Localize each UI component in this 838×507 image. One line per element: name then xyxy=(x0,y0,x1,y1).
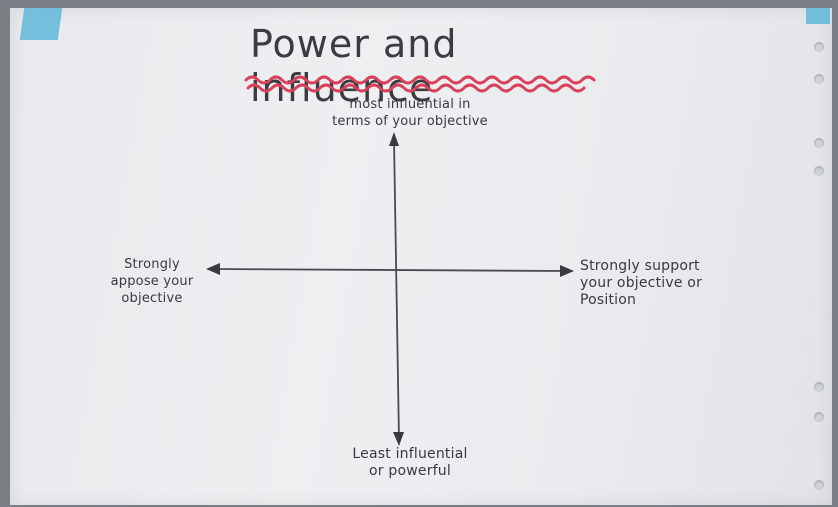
label-top: most influential in terms of your object… xyxy=(332,97,488,129)
binder-hole xyxy=(814,74,824,84)
label-bottom: Least influential or powerful xyxy=(352,446,468,479)
horizontal-axis xyxy=(213,268,566,272)
binder-hole xyxy=(814,138,824,148)
binder-hole xyxy=(814,412,824,422)
arrow-down xyxy=(393,432,404,446)
label-right: Strongly support your objective or Posit… xyxy=(580,258,703,308)
arrow-up xyxy=(389,132,399,146)
arrow-right xyxy=(560,265,574,277)
arrow-left xyxy=(206,263,220,275)
binder-hole xyxy=(814,382,824,392)
binder-hole xyxy=(814,166,824,176)
binder-hole xyxy=(814,42,824,52)
tape-strip xyxy=(806,8,830,24)
binder-hole xyxy=(814,480,824,490)
label-left: Strongly appose your objective xyxy=(110,257,194,306)
paper-sheet xyxy=(10,8,832,505)
vertical-axis xyxy=(393,139,400,441)
title-underline xyxy=(244,75,596,93)
